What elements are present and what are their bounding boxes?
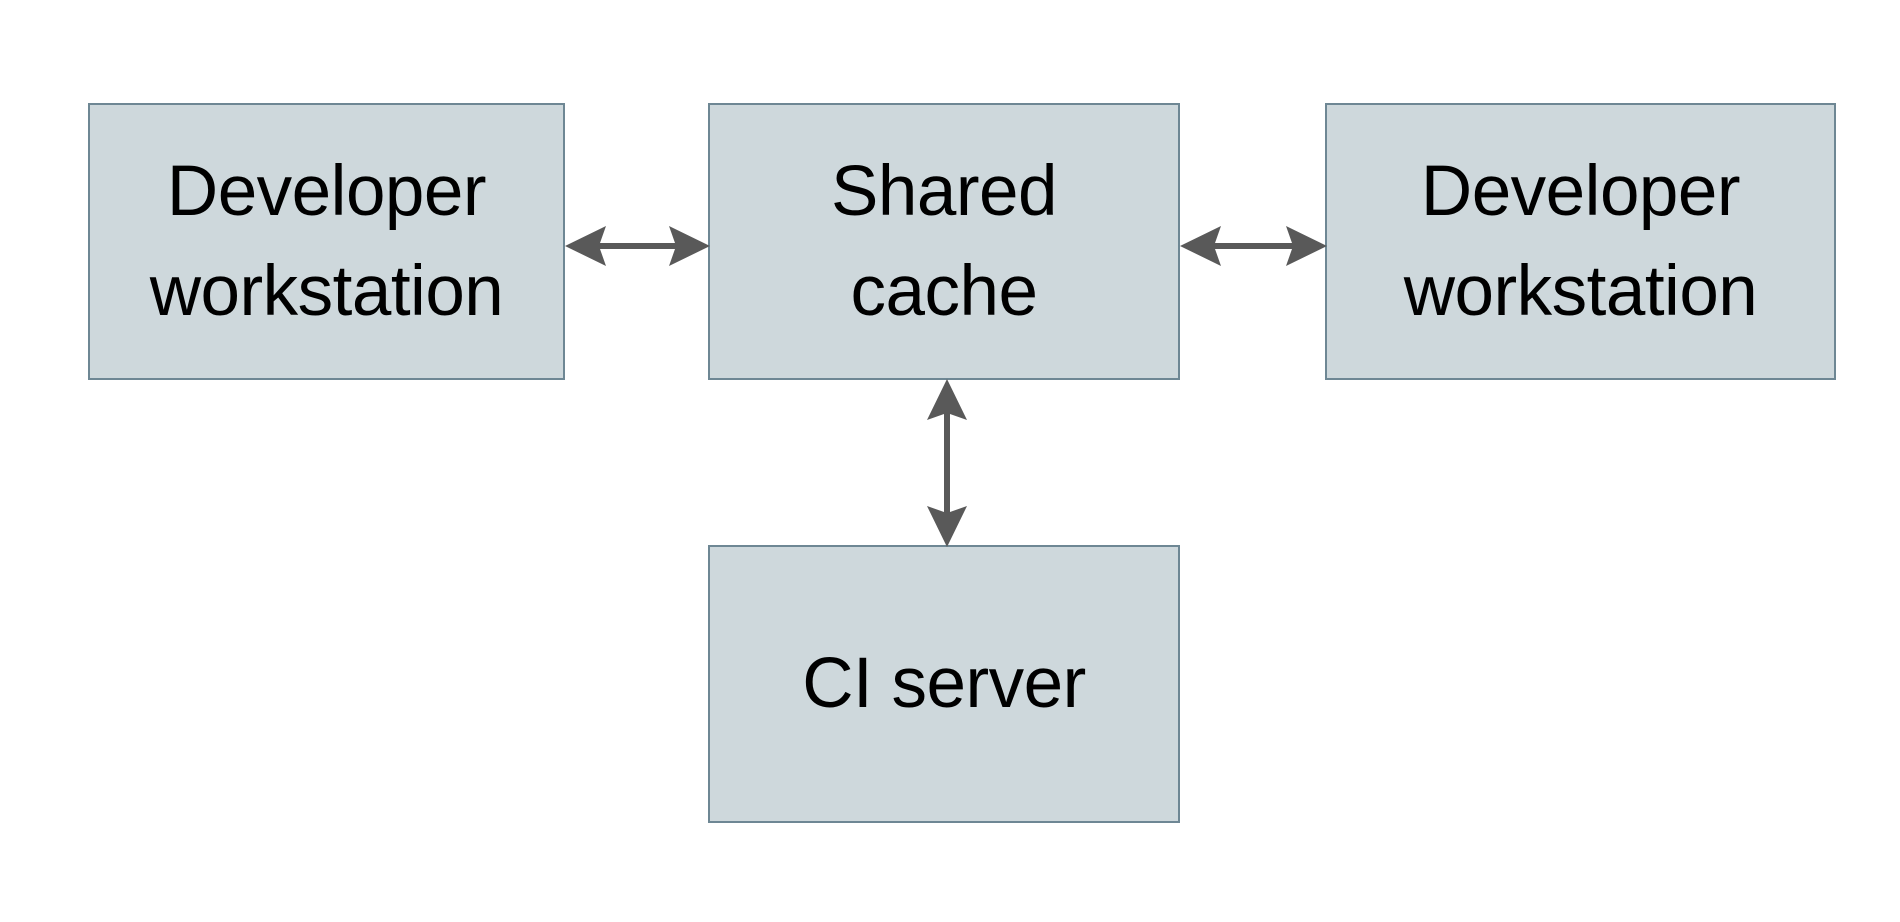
node-shared-cache[interactable]: Shared cache — [708, 103, 1180, 380]
node-developer-workstation-right[interactable]: Developer workstation — [1325, 103, 1836, 380]
edge-developer-workstation-left-to-shared-cache — [560, 210, 715, 282]
edge-ci-server-to-shared-cache — [911, 375, 983, 551]
node-label: Developer workstation — [1403, 151, 1758, 331]
node-label: Shared cache — [831, 151, 1057, 331]
double-arrow-vertical-icon — [927, 379, 967, 547]
node-developer-workstation-left[interactable]: Developer workstation — [88, 103, 565, 380]
node-label: CI server — [802, 644, 1086, 723]
double-arrow-horizontal-icon — [565, 226, 710, 266]
node-label: Developer workstation — [149, 151, 504, 331]
double-arrow-horizontal-icon — [1180, 226, 1327, 266]
edge-shared-cache-to-developer-workstation-right — [1175, 210, 1332, 282]
node-ci-server[interactable]: CI server — [708, 545, 1180, 823]
